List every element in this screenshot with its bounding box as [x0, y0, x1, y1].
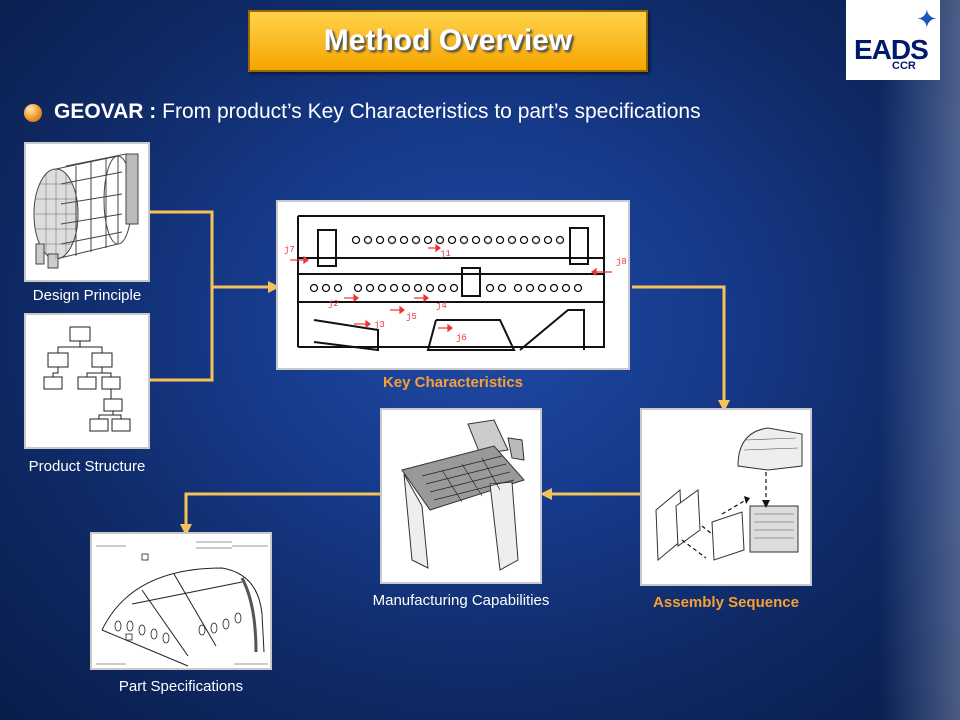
- part-specifications-label: Part Specifications: [118, 678, 244, 695]
- arrow-head-key-char: [268, 281, 280, 293]
- bullet-icon: [24, 104, 42, 122]
- part-drawing: [96, 541, 268, 667]
- window-row-upper: [351, 235, 565, 245]
- assembly-sequence-label: Assembly Sequence: [653, 594, 799, 611]
- right-edge-gradient: [880, 0, 960, 720]
- intro-bold: GEOVAR :: [54, 100, 157, 123]
- intro-line: GEOVAR : From product’s Key Characterist…: [54, 100, 701, 124]
- key-characteristics-image: j1 j2 j3 j4 j5 j6 j7 j8: [276, 200, 630, 370]
- tree-diagram: [43, 326, 131, 432]
- kc-label-j1: j1: [440, 249, 451, 259]
- fuselage-section-drawing: [33, 153, 139, 269]
- assembly-sequence-image: [640, 408, 812, 586]
- manufacturing-capabilities-image: [380, 408, 542, 584]
- part-specifications-image: [90, 532, 272, 670]
- kc-label-j3: j3: [374, 320, 385, 330]
- page-title: Method Overview: [323, 24, 573, 57]
- company-logo: ✦ EADS CCR: [846, 0, 940, 80]
- fuselage-cross-section: j1 j2 j3 j4 j5 j6 j7 j8: [284, 215, 627, 352]
- window-row-lower: [309, 283, 583, 293]
- product-structure-image: [24, 313, 150, 449]
- kc-label-j2: j2: [328, 299, 339, 309]
- manufacturing-capabilities-label: Manufacturing Capabilities: [372, 592, 550, 609]
- star-icon: ✦: [916, 4, 938, 34]
- arrow-head-manufacturing: [540, 488, 552, 500]
- key-characteristics-label: Key Characteristics: [382, 374, 524, 391]
- kc-label-j4: j4: [436, 301, 447, 311]
- logo-subtext: CCR: [892, 60, 916, 72]
- kc-label-j7: j7: [284, 245, 295, 255]
- intro-text: From product’s Key Characteristics to pa…: [156, 100, 701, 123]
- arrow-head-assembly: [718, 400, 730, 412]
- assembly-exploded-drawing: [655, 427, 803, 562]
- logo-text: EADS: [854, 34, 929, 65]
- fixture-drawing: [401, 419, 525, 571]
- kc-label-j6: j6: [456, 333, 467, 343]
- kc-label-j8: j8: [616, 257, 627, 267]
- design-principle-label: Design Principle: [32, 287, 142, 304]
- kc-label-j5: j5: [406, 312, 417, 322]
- key-characteristic-markers: [290, 243, 612, 333]
- product-structure-label: Product Structure: [28, 458, 146, 475]
- design-principle-image: [24, 142, 150, 282]
- title-banner: Method Overview: [248, 10, 648, 72]
- arrow-head-part-spec: [180, 524, 192, 536]
